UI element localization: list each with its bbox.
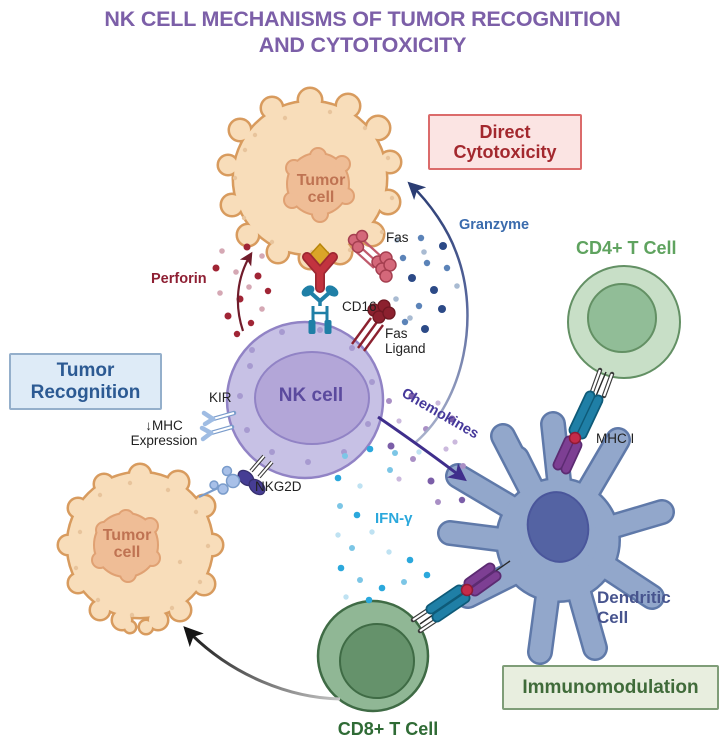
bottom-tumor-cell-shape bbox=[59, 465, 222, 633]
bottom-tumor-speckles bbox=[73, 480, 211, 618]
cd16-label: CD16 bbox=[342, 299, 377, 314]
cd16-receptor bbox=[301, 285, 339, 334]
immunomodulation-box: Immunomodulation bbox=[502, 665, 719, 710]
antibody-antigen-complex bbox=[302, 242, 338, 293]
fas-ligand-label: Fas Ligand bbox=[385, 326, 426, 357]
nkg2d-label: NKG2D bbox=[255, 479, 302, 494]
chemokine-signal-arrow bbox=[377, 415, 467, 482]
fas-ligand-receptor bbox=[351, 299, 396, 352]
tcr-mhc-complex-cd8 bbox=[410, 560, 511, 634]
page-title-line1: NK CELL MECHANISMS OF TUMOR RECOGNITION bbox=[104, 7, 621, 31]
peptide-dot bbox=[460, 583, 474, 597]
granzyme-label: Granzyme bbox=[459, 217, 530, 233]
tumor-recognition-box: Tumor Recognition bbox=[9, 353, 162, 410]
cd8-cell-shape bbox=[316, 599, 430, 713]
kir-label: KIR bbox=[209, 390, 232, 405]
perforin-release-arrow bbox=[236, 251, 253, 332]
nk-speckles bbox=[237, 327, 375, 465]
fas-label: Fas bbox=[386, 230, 409, 245]
direct-cytotoxicity-box: Direct Cytotoxicity bbox=[428, 114, 582, 170]
cd8-to-tumor-arrow bbox=[183, 626, 341, 701]
kir-receptor bbox=[199, 410, 237, 442]
granzyme-dots bbox=[393, 234, 460, 333]
top-tumor-cell-label: Tumor cell bbox=[296, 172, 346, 207]
nk-cell-label: NK cell bbox=[278, 385, 344, 406]
tcr-mhc-complex-cd4 bbox=[552, 367, 615, 475]
peptide-dot bbox=[568, 431, 582, 445]
ifn-gamma-dots bbox=[334, 445, 431, 604]
bottom-tumor-cell-label: Tumor cell bbox=[102, 527, 152, 562]
page-title-line2: AND CYTOTOXICITY bbox=[258, 33, 467, 57]
cd4-cell-shape bbox=[567, 265, 681, 379]
cd4-t-cell-label: CD4+ T Cell bbox=[576, 238, 677, 258]
cd8-t-cell-label: CD8+ T Cell bbox=[337, 719, 439, 739]
mhc-i-label: MHC I bbox=[596, 431, 635, 446]
nkg2d-receptor bbox=[237, 454, 274, 496]
perforin-dots bbox=[212, 243, 272, 338]
dendritic-cell-label: Dendritic Cell bbox=[597, 588, 671, 627]
granzyme-release-arrow bbox=[407, 181, 469, 443]
nkg2d-ligand bbox=[198, 465, 241, 498]
dendritic-cell-shape bbox=[450, 424, 662, 652]
ifn-gamma-label: IFN-γ bbox=[375, 510, 413, 527]
mhc-expression-label: ↓MHC Expression bbox=[130, 418, 198, 449]
perforin-label: Perforin bbox=[151, 271, 207, 287]
fas-receptor bbox=[347, 229, 397, 283]
nk-cell-shape bbox=[225, 320, 385, 480]
